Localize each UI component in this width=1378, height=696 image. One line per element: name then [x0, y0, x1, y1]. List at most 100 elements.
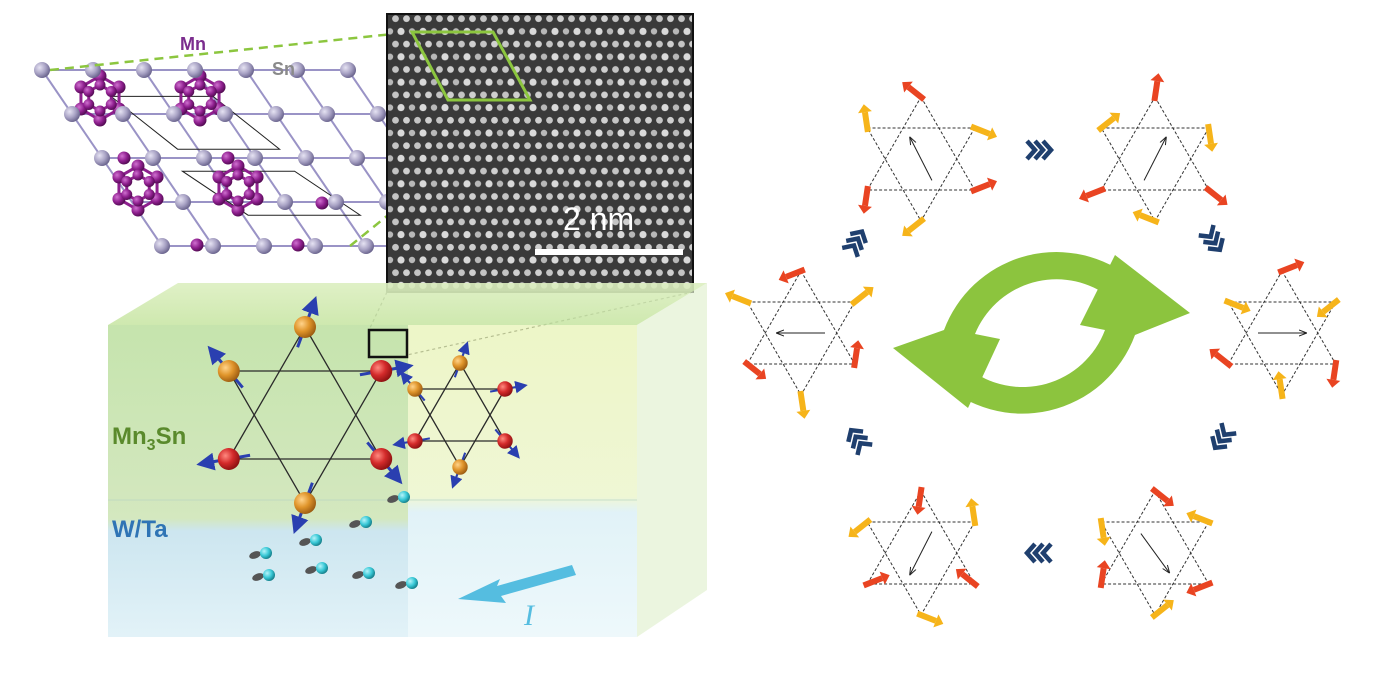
spin-arrow [849, 289, 870, 307]
mn-atom [93, 113, 107, 127]
current-label: I [523, 599, 536, 632]
mn-atom [193, 113, 207, 127]
chevron-stroke [1039, 542, 1053, 564]
mn-atom [83, 99, 95, 110]
cyan-electron [310, 534, 322, 546]
spin-arrowhead [796, 409, 811, 419]
spin-arrow [969, 181, 991, 195]
sn-atom [115, 106, 131, 122]
mn-atom [121, 189, 133, 200]
chevron-icon [1023, 542, 1053, 564]
mn-atom [194, 105, 206, 117]
spin-arrow [1097, 567, 1107, 589]
kagome-state [858, 81, 998, 237]
spin-arrowhead [1150, 73, 1165, 83]
mn3sn-label: Mn3Sn [112, 423, 186, 454]
orange-atom [452, 355, 468, 371]
spin-arrow [1205, 123, 1215, 145]
dashed-triangle [1100, 127, 1210, 222]
cyan-electron [263, 569, 275, 581]
spin-arrow [1151, 80, 1161, 102]
chevron-stroke [855, 440, 873, 456]
sn-atom [340, 62, 356, 78]
spin-tail [395, 581, 407, 589]
spin-arrow [861, 111, 871, 133]
spin-tail [349, 520, 361, 528]
mn-atom [117, 151, 131, 165]
mn-atom [194, 79, 206, 91]
chevron-stroke [1025, 139, 1039, 161]
chevron-stroke [1207, 237, 1225, 253]
dashed-triangle [1100, 96, 1210, 191]
spin-arrowhead [858, 204, 872, 214]
spin-arrow [906, 84, 926, 102]
kagome-small [392, 341, 528, 489]
dashed-triangle [866, 521, 976, 616]
spin-arrowhead [858, 104, 872, 114]
spin-tail [249, 551, 261, 559]
mn-atom [132, 169, 144, 181]
red-atom [217, 448, 240, 470]
spin-arrowhead [1294, 258, 1305, 272]
kagome-triangle [413, 388, 507, 469]
mn-atom [131, 203, 145, 217]
spin-arrow [906, 216, 926, 234]
sn-atom [154, 238, 170, 254]
dashed-triangle [1100, 521, 1210, 616]
spin-arrow [742, 359, 762, 377]
spin-arrow [1192, 579, 1214, 593]
sn-atom [64, 106, 80, 122]
sn-atom [205, 238, 221, 254]
spin-arrowhead [1096, 536, 1111, 546]
spin-arrowhead [1186, 509, 1197, 523]
kagome-triangle [413, 361, 507, 442]
zoom-line-top [49, 30, 413, 72]
spin-arrow [1150, 486, 1170, 504]
spin-electrons [249, 491, 418, 589]
dashed-triangle [866, 127, 976, 222]
mn-atom [105, 99, 117, 110]
chevron-stroke [845, 235, 864, 251]
red-atom [370, 360, 393, 382]
box-front-right [408, 325, 637, 637]
mn-atom [221, 189, 233, 200]
mn-atom [190, 238, 204, 252]
zoom-square [367, 328, 409, 359]
net-moment-arrow [910, 531, 933, 575]
spin-arrowhead [955, 568, 967, 580]
sn-atom [319, 106, 335, 122]
dashed-triangle [1227, 301, 1337, 396]
sn-label: Sn [272, 59, 295, 79]
wta-label: W/Ta [112, 516, 168, 543]
sn-atom [145, 150, 161, 166]
spin-arrow [862, 575, 884, 589]
kagome-state [724, 266, 874, 419]
chevron-stroke [1210, 435, 1228, 451]
spin-arrow [1330, 359, 1340, 381]
spin-arrowhead [778, 270, 789, 284]
chevron-stroke [1214, 429, 1232, 444]
circular-arrows-icon [893, 252, 1190, 414]
spin-arrow [1223, 297, 1245, 311]
orange-atom [294, 316, 316, 338]
net-moment-arrow [1143, 138, 1166, 181]
mn-atom [231, 159, 245, 173]
sn-atom [187, 62, 203, 78]
mn-atom [131, 159, 145, 173]
spin-arrowhead [1216, 194, 1228, 206]
lattice-unit-cell [109, 95, 282, 150]
chevron-stroke [850, 434, 868, 449]
spin-arrow [1096, 115, 1116, 133]
chevron-stroke [1041, 139, 1055, 161]
sn-atom [247, 150, 263, 166]
sn-atom [268, 106, 284, 122]
spin-arrow [1139, 212, 1160, 226]
sn-atom [289, 62, 305, 78]
chevron-icon [841, 229, 868, 258]
cyan-electron [398, 491, 410, 503]
spin-arrowhead [1078, 189, 1089, 203]
spin-arrowhead [965, 498, 980, 508]
dashed-triangle [746, 270, 856, 365]
mn-atom [221, 176, 233, 187]
